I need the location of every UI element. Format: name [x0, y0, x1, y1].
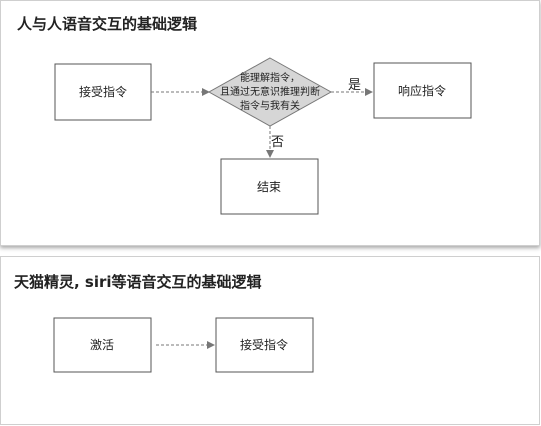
- node-receive-label: 接受指令: [79, 84, 127, 99]
- node-activate-label: 激活: [90, 338, 114, 352]
- flowchart-human-svg: 接受指令 能理解指令， 且通过无意识推理判断 指令与我有关 是 响应指令 否 结…: [54, 57, 472, 215]
- node-respond-label: 响应指令: [398, 83, 446, 98]
- edge-label-yes: 是: [348, 78, 361, 93]
- flowchart-assistant-svg: 激活 接受指令: [53, 317, 314, 373]
- node-respond-command: 响应指令: [373, 62, 472, 119]
- flowchart-panel-human: 人与人语音交互的基础逻辑 接受指令 能理解指令， 且通过无意识推理判断 指令与我…: [0, 0, 540, 246]
- node-end-label: 结束: [257, 180, 281, 194]
- node-receive-command: 接受指令: [54, 63, 152, 121]
- decision-line-3: 指令与我有关: [240, 99, 300, 112]
- panel-title-assistant: 天猫精灵, siri等语音交互的基础逻辑: [14, 273, 262, 291]
- node-activate: 激活: [53, 317, 152, 373]
- edge-label-no: 否: [271, 135, 284, 150]
- node-receive-2-label: 接受指令: [240, 337, 288, 352]
- panel-title-human: 人与人语音交互的基础逻辑: [17, 15, 198, 33]
- node-receive-command-2: 接受指令: [215, 317, 314, 373]
- flowchart-panel-assistant: 天猫精灵, siri等语音交互的基础逻辑 激活 接受指令: [0, 256, 540, 425]
- node-decision: 能理解指令， 且通过无意识推理判断 指令与我有关: [207, 57, 333, 127]
- decision-line-1: 能理解指令，: [240, 71, 300, 84]
- node-end: 结束: [220, 158, 319, 215]
- decision-line-2: 且通过无意识推理判断: [220, 85, 320, 98]
